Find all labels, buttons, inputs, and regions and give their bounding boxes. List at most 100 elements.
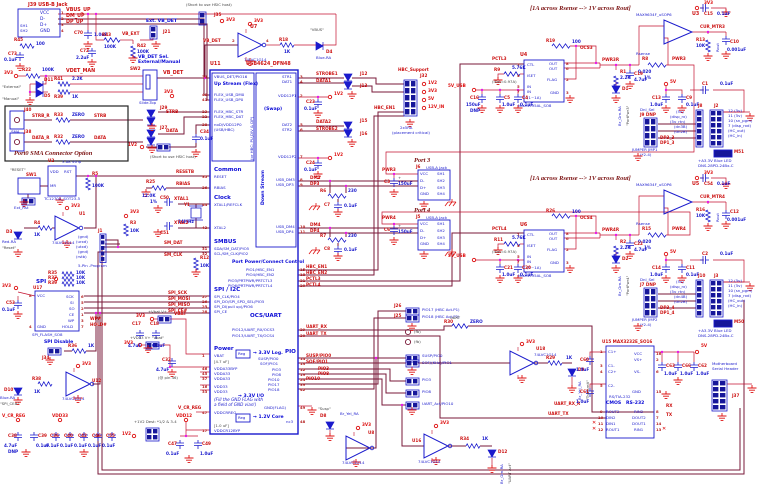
- refdes-label: C47: [168, 441, 177, 446]
- schematic-text: 1V2: [128, 142, 138, 147]
- inverter-bubble-icon: [261, 42, 267, 48]
- component-value: 100K: [137, 49, 149, 54]
- junction-dot: [316, 156, 320, 160]
- wire: [298, 378, 406, 406]
- schematic-text: "UART Act": [507, 463, 512, 484]
- schematic-text: 3V3: [440, 420, 450, 425]
- refdes-label: R7: [320, 233, 327, 238]
- schematic-text: Blue-RA: [316, 55, 332, 60]
- power-terminal-icon: [421, 89, 427, 95]
- component-value: 1.0uF: [576, 399, 590, 404]
- schematic-text: SUSP/PIO0: [422, 353, 443, 358]
- schematic-text: SH2: [437, 178, 445, 183]
- resistor-icon: [84, 177, 92, 191]
- header-pin-icon: [711, 123, 716, 128]
- ground-icon: [19, 199, 29, 207]
- header-pin-icon: [697, 141, 702, 146]
- schematic-text: SH2: [20, 28, 28, 33]
- schematic-text: UART_Act/PIO10: [422, 401, 454, 406]
- pin-number: 1: [61, 10, 64, 15]
- header-pin-icon: [651, 126, 656, 132]
- schematic-text: VS-: [634, 369, 641, 374]
- pin-number: 15: [300, 267, 306, 272]
- pin-number: 5: [600, 383, 603, 388]
- capacitor-icon: [478, 94, 486, 103]
- schematic-text: (Swap): [264, 107, 283, 112]
- header-icon: [405, 401, 420, 410]
- schematic-text: "Reset": [2, 245, 17, 250]
- component-value: 2.2K: [620, 245, 631, 250]
- schematic-text: VCC: [37, 293, 46, 298]
- schematic-text: OUT: [549, 61, 558, 66]
- schematic-text: ISET: [527, 243, 536, 248]
- diode-icon: [146, 109, 156, 118]
- wire: [298, 111, 404, 271]
- refdes-label: R12: [200, 255, 210, 260]
- diode-icon: [343, 121, 353, 130]
- ground-icon: [389, 189, 399, 197]
- schematic-text: PIO18 (HBC Act.P2): [422, 314, 460, 319]
- schematic-text: D+: [420, 185, 427, 190]
- capacitor-icon: [108, 432, 116, 441]
- schematic-text: TC1270A_SOT23-5: [44, 196, 81, 201]
- ground-icon: [493, 77, 503, 85]
- header-icon: [149, 25, 158, 40]
- resistor-icon: [57, 80, 71, 88]
- ground-icon: [633, 323, 643, 331]
- capacitor-icon: [586, 356, 594, 365]
- schematic-text: +: [398, 223, 402, 228]
- header-icon: [145, 427, 160, 442]
- schematic-text: OUT: [549, 66, 558, 71]
- component-value: 1K: [88, 343, 95, 348]
- schematic-text: (dn4B): [674, 294, 688, 299]
- refdes-label: U5: [692, 182, 700, 187]
- net-label: DP3: [310, 181, 320, 186]
- schematic-text: [1.0 uF]: [214, 423, 229, 428]
- header-pin-icon: [717, 311, 722, 316]
- schematic-text: FLAG: [547, 77, 558, 82]
- refdes-label: J3: [714, 273, 719, 278]
- component-value: 100K: [92, 183, 104, 188]
- pin-number: 12: [300, 367, 306, 372]
- header-pin-icon: [697, 135, 702, 140]
- component-box: [235, 349, 251, 359]
- refdes-label: C11: [686, 265, 695, 270]
- header-pin-icon: [711, 293, 716, 298]
- refdes-label: C50: [160, 195, 169, 200]
- schematic-text: CE: [69, 312, 75, 317]
- ground-icon: [184, 455, 194, 463]
- schematic-text: RIN1: [634, 427, 644, 432]
- junction-dot: [374, 356, 378, 360]
- refdes-label: C42: [78, 433, 87, 438]
- schematic-text: USB_DM3: [276, 177, 295, 182]
- ground-icon: [477, 105, 487, 113]
- header-pin-icon: [413, 316, 418, 321]
- refdes-label: M51: [734, 149, 744, 154]
- ground-icon: [661, 275, 671, 283]
- schematic-text: (Fill the GND FLAG with: [214, 397, 264, 402]
- pin-number: 1: [202, 353, 205, 358]
- schematic-text: USB_DP3: [276, 182, 294, 187]
- ground-icon: [128, 55, 138, 63]
- net-label: SUSP/PIO0: [306, 353, 332, 358]
- diode-icon: [315, 41, 324, 51]
- schematic-text: (dn3B): [674, 124, 688, 129]
- pin-number: 2: [81, 306, 84, 311]
- schematic-text: "VBUS": [310, 27, 324, 32]
- resistor-icon: [61, 275, 75, 283]
- component-value: 0.1uF: [166, 451, 180, 456]
- refdes-label: D9: [578, 367, 585, 372]
- wire: [298, 335, 606, 419]
- schematic-text: "SPI_CE#": [0, 401, 20, 406]
- net-label: PWR3: [382, 167, 396, 172]
- net-label: STRB: [94, 113, 107, 118]
- pin-number: 8: [300, 177, 303, 182]
- pin-number: 8: [29, 293, 32, 298]
- component-value: 100K: [42, 67, 54, 72]
- power-terminal-icon: [64, 205, 70, 211]
- wire: [638, 195, 664, 235]
- ground-icon: [513, 275, 523, 283]
- refdes-label: C5: [504, 95, 510, 100]
- capacitor-icon: [168, 358, 176, 367]
